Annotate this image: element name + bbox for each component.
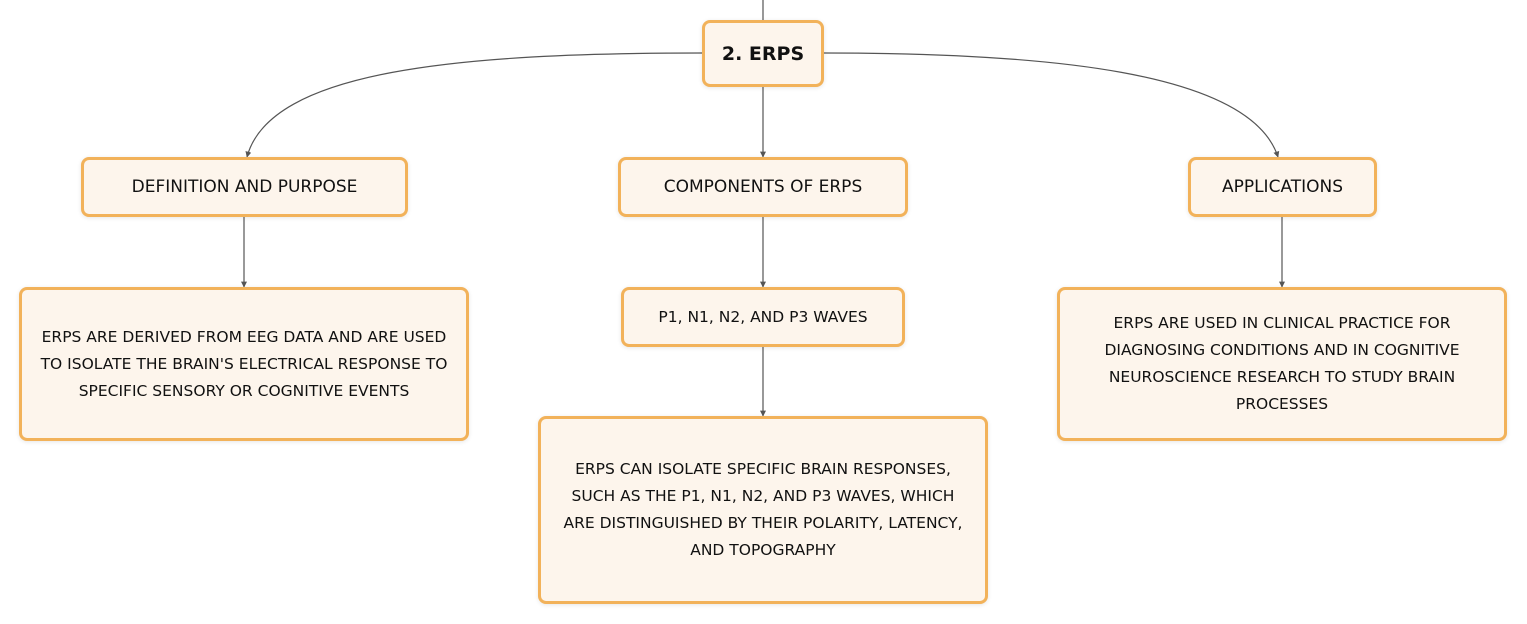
node-label: APPLICATIONS [1221,177,1344,197]
node-label: DEFINITION AND PURPOSE [131,177,358,197]
node-definition-detail[interactable]: ERPS ARE DERIVED FROM EEG DATA AND ARE U… [19,287,469,441]
root-node-label: 2. ERPS [721,42,805,65]
node-applications-detail[interactable]: ERPS ARE USED IN CLINICAL PRACTICE FOR D… [1057,287,1507,441]
node-text: ERPS ARE USED IN CLINICAL PRACTICE FOR D… [1104,314,1460,413]
node-p1-n1-n2-p3-waves[interactable]: P1, N1, N2, AND P3 WAVES [621,287,905,347]
node-applications[interactable]: APPLICATIONS [1188,157,1377,217]
node-text: ERPS ARE DERIVED FROM EEG DATA AND ARE U… [40,327,448,400]
root-node[interactable]: 2. ERPS [702,20,824,87]
node-text: ERPS CAN ISOLATE SPECIFIC BRAIN RESPONSE… [563,460,963,559]
node-components-detail[interactable]: ERPS CAN ISOLATE SPECIFIC BRAIN RESPONSE… [538,416,988,604]
node-definition-and-purpose[interactable]: DEFINITION AND PURPOSE [81,157,408,217]
connector-root-to-definition [245,52,703,158]
node-label: P1, N1, N2, AND P3 WAVES [658,307,868,326]
connector-root-to-applications [823,52,1280,158]
node-label: COMPONENTS OF ERPS [663,177,863,197]
node-components-of-erps[interactable]: COMPONENTS OF ERPS [618,157,908,217]
